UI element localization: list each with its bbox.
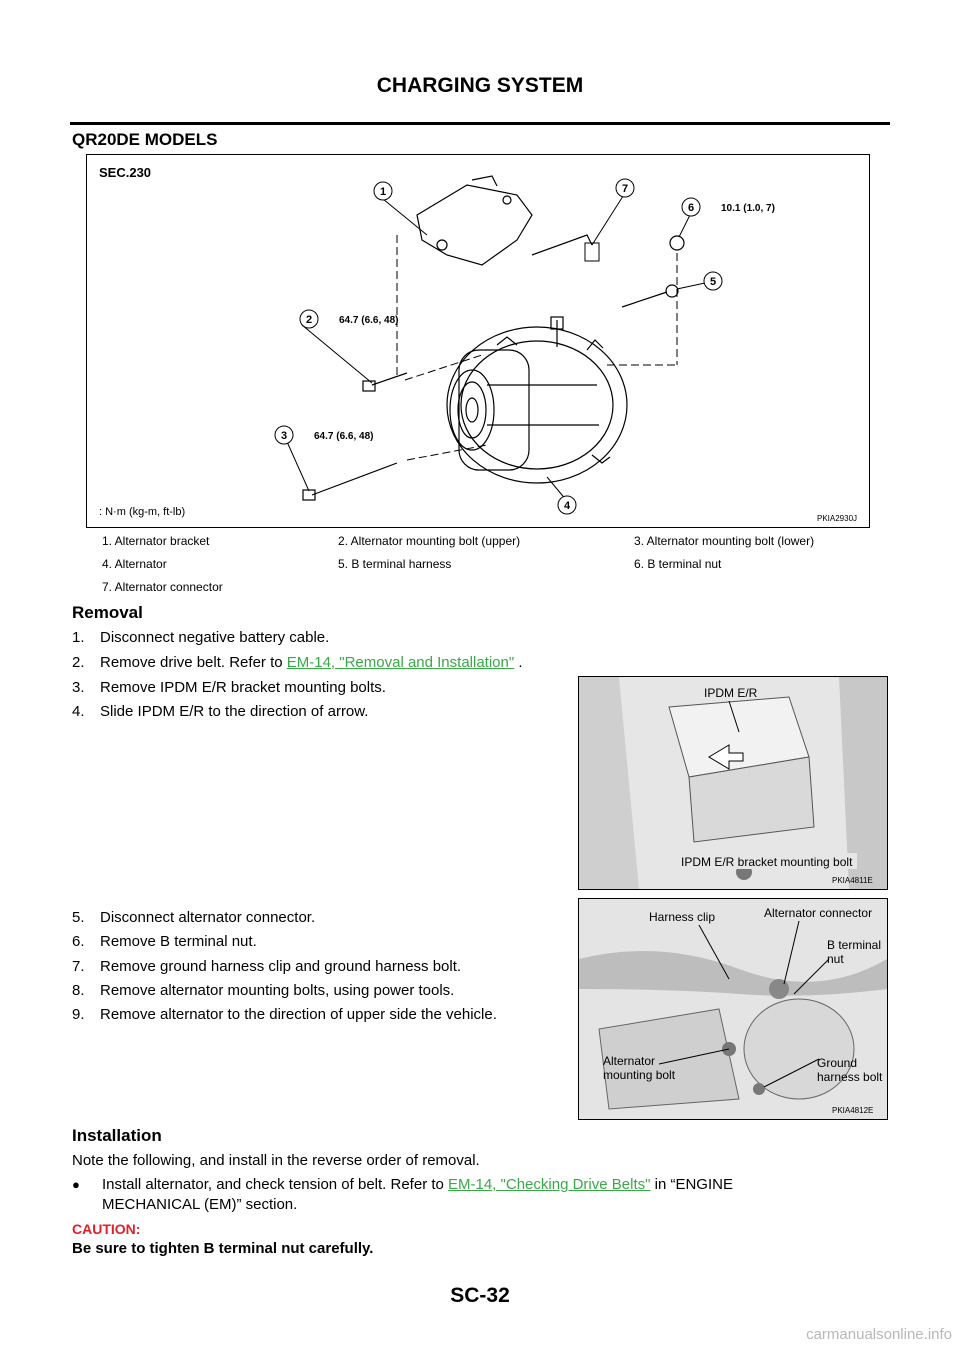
callout-number: 4 bbox=[564, 500, 571, 512]
header-rule bbox=[70, 122, 890, 125]
legend-row: 1. Alternator bracket 2. Alternator mount… bbox=[102, 529, 874, 552]
step-text: Remove ground harness clip and ground ha… bbox=[100, 958, 462, 975]
bullet-icon: ● bbox=[72, 1177, 80, 1192]
callout-circle bbox=[274, 425, 294, 445]
removal-step: 1. Disconnect negative battery cable. bbox=[72, 629, 329, 646]
step-text: Remove alternator mounting bolts, using … bbox=[100, 982, 455, 999]
legend-row: 4. Alternator 5. B terminal harness 6. B t… bbox=[102, 552, 874, 575]
step-text: Slide IPDM E/R to the direction of arrow… bbox=[100, 703, 369, 720]
checking-drive-belts-link[interactable]: EM-14, "Checking Drive Belts" bbox=[448, 1176, 651, 1193]
legend-cell: 3. Alternator mounting bolt (lower) bbox=[634, 533, 815, 548]
bolts-illustration bbox=[302, 235, 685, 501]
alternator-illustration bbox=[446, 316, 628, 484]
callout-circle bbox=[703, 271, 723, 291]
figure3-code: PKIA4812E bbox=[832, 1106, 873, 1115]
callout-circle bbox=[373, 181, 393, 201]
ground-bolt-label-2: harness bolt bbox=[817, 1070, 883, 1084]
removal-installation-link[interactable]: EM-14, "Removal and Installation" bbox=[286, 654, 515, 671]
removal-step: 3. Remove IPDM E/R bracket mounting bolts… bbox=[72, 679, 386, 696]
callout-number: 7 bbox=[622, 183, 628, 195]
removal-step: 6. Remove B terminal nut. bbox=[72, 933, 257, 950]
step-number: 7. bbox=[72, 958, 85, 975]
installation-bullet-line2: MECHANICAL (EM)” section. bbox=[102, 1196, 298, 1213]
harness-clip-label: Harness clip bbox=[649, 910, 715, 924]
legend-cell bbox=[338, 575, 634, 598]
callout-number: 3 bbox=[281, 430, 287, 442]
step-text: Remove B terminal nut. bbox=[100, 933, 257, 950]
page-header-title: CHARGING SYSTEM bbox=[376, 74, 584, 97]
callout-group: 1 2 64.7 (6.6, 48) 3 64.7 (6.6, 48) 4 5 6 10.1 (… bbox=[274, 178, 775, 515]
step-number: 3. bbox=[72, 679, 85, 696]
step-number: 4. bbox=[72, 703, 85, 720]
step-text: Disconnect alternator connector. bbox=[100, 909, 316, 926]
parts-legend: 1. Alternator bracket 2. Alternator mount… bbox=[102, 529, 874, 598]
callout-number: 2 bbox=[306, 314, 312, 326]
removal-step: 5. Disconnect alternator connector. bbox=[72, 909, 315, 926]
figure1-code: PKIA2930J bbox=[817, 514, 857, 523]
sec-label: SEC.230 bbox=[99, 165, 151, 180]
installation-bullet: ● Install alternator, and check tension o… bbox=[72, 1176, 890, 1193]
step-text: Remove drive belt. Refer to bbox=[100, 654, 287, 671]
caution-text: Be sure to tighten B terminal nut carefu… bbox=[72, 1240, 374, 1257]
caution-label: CAUTION: bbox=[72, 1221, 141, 1237]
legend-row: 7. Alternator connector bbox=[102, 575, 874, 598]
figure2-code: PKIA4811E bbox=[832, 876, 873, 885]
installation-intro: Note the following, and install in the r… bbox=[72, 1152, 480, 1169]
legend-cell: 1. Alternator bracket bbox=[102, 533, 210, 548]
step-number: 1. bbox=[72, 629, 85, 646]
removal-step: 9. Remove alternator to the direction of … bbox=[72, 1006, 497, 1023]
legend-cell: 5. B terminal harness bbox=[338, 556, 452, 571]
torque-note: : N·m (kg-m, ft-lb) bbox=[99, 506, 185, 518]
removal-step: 2. Remove drive belt. Refer to EM-14, "Re… bbox=[72, 654, 523, 671]
ground-bolt-label-1: Ground bbox=[817, 1056, 857, 1070]
alternator-connector-label: Alternator connector bbox=[764, 906, 872, 920]
callout-circle bbox=[681, 197, 701, 217]
page-number: SC-32 bbox=[450, 1284, 510, 1307]
watermark: carmanualsonline.info bbox=[806, 1326, 952, 1343]
step-text: Remove IPDM E/R bracket mounting bolts. bbox=[100, 679, 386, 696]
step-text-after: . bbox=[514, 654, 523, 671]
step-number: 6. bbox=[72, 933, 85, 950]
removal-step: 4. Slide IPDM E/R to the direction of arr… bbox=[72, 703, 368, 720]
step-number: 5. bbox=[72, 909, 85, 926]
alternator-bracket-illustration bbox=[416, 175, 533, 266]
step-number: 8. bbox=[72, 982, 85, 999]
legend-cell bbox=[634, 575, 874, 598]
callout-circle bbox=[299, 309, 319, 329]
b-terminal-label-2: nut bbox=[827, 952, 844, 966]
ipdm-label: IPDM E/R bbox=[704, 686, 758, 700]
callout-number: 6 bbox=[688, 202, 694, 214]
callout-number: 1 bbox=[380, 186, 386, 198]
callout-circle bbox=[615, 178, 635, 198]
step-text: Disconnect negative battery cable. bbox=[100, 629, 330, 646]
torque-value: 10.1 (1.0, 7) bbox=[721, 203, 775, 214]
removal-step: 7. Remove ground harness clip and ground … bbox=[72, 958, 461, 975]
callout-number: 5 bbox=[710, 276, 716, 288]
mounting-bolt-label-1: Alternator bbox=[603, 1054, 655, 1068]
legend-cell: 6. B terminal nut bbox=[634, 556, 722, 571]
step-number: 2. bbox=[72, 654, 85, 671]
legend-cell: 2. Alternator mounting bolt (upper) bbox=[338, 533, 521, 548]
section-title: QR20DE MODELS bbox=[72, 130, 218, 149]
b-terminal-label-1: B terminal bbox=[827, 938, 881, 952]
alternator-exploded-diagram: SEC.230 bbox=[86, 154, 870, 528]
removal-heading: Removal bbox=[72, 603, 143, 622]
alternator-connector-photo-figure: Harness clip Alternator connector B term… bbox=[578, 898, 888, 1120]
ipdm-photo-figure: IPDM E/R IPDM E/R bracket mounting bolt … bbox=[578, 676, 888, 890]
ipdm-bracket-bolt-label: IPDM E/R bracket mounting bolt bbox=[681, 855, 853, 869]
step-text: Remove alternator to the direction of up… bbox=[100, 1006, 497, 1023]
torque-value: 64.7 (6.6, 48) bbox=[314, 431, 373, 442]
removal-step: 8. Remove alternator mounting bolts, usin… bbox=[72, 982, 454, 999]
torque-value: 64.7 (6.6, 48) bbox=[339, 315, 398, 326]
installation-heading: Installation bbox=[72, 1126, 162, 1145]
legend-cell: 7. Alternator connector bbox=[102, 579, 223, 594]
mounting-bolt-label-2: mounting bolt bbox=[603, 1068, 676, 1082]
installation-bullet-after: in “ENGINE bbox=[650, 1176, 733, 1193]
step-number: 9. bbox=[72, 1006, 85, 1023]
legend-cell: 4. Alternator bbox=[102, 556, 167, 571]
callout-circle bbox=[557, 495, 577, 515]
installation-bullet-text: Install alternator, and check tension of… bbox=[102, 1176, 449, 1193]
